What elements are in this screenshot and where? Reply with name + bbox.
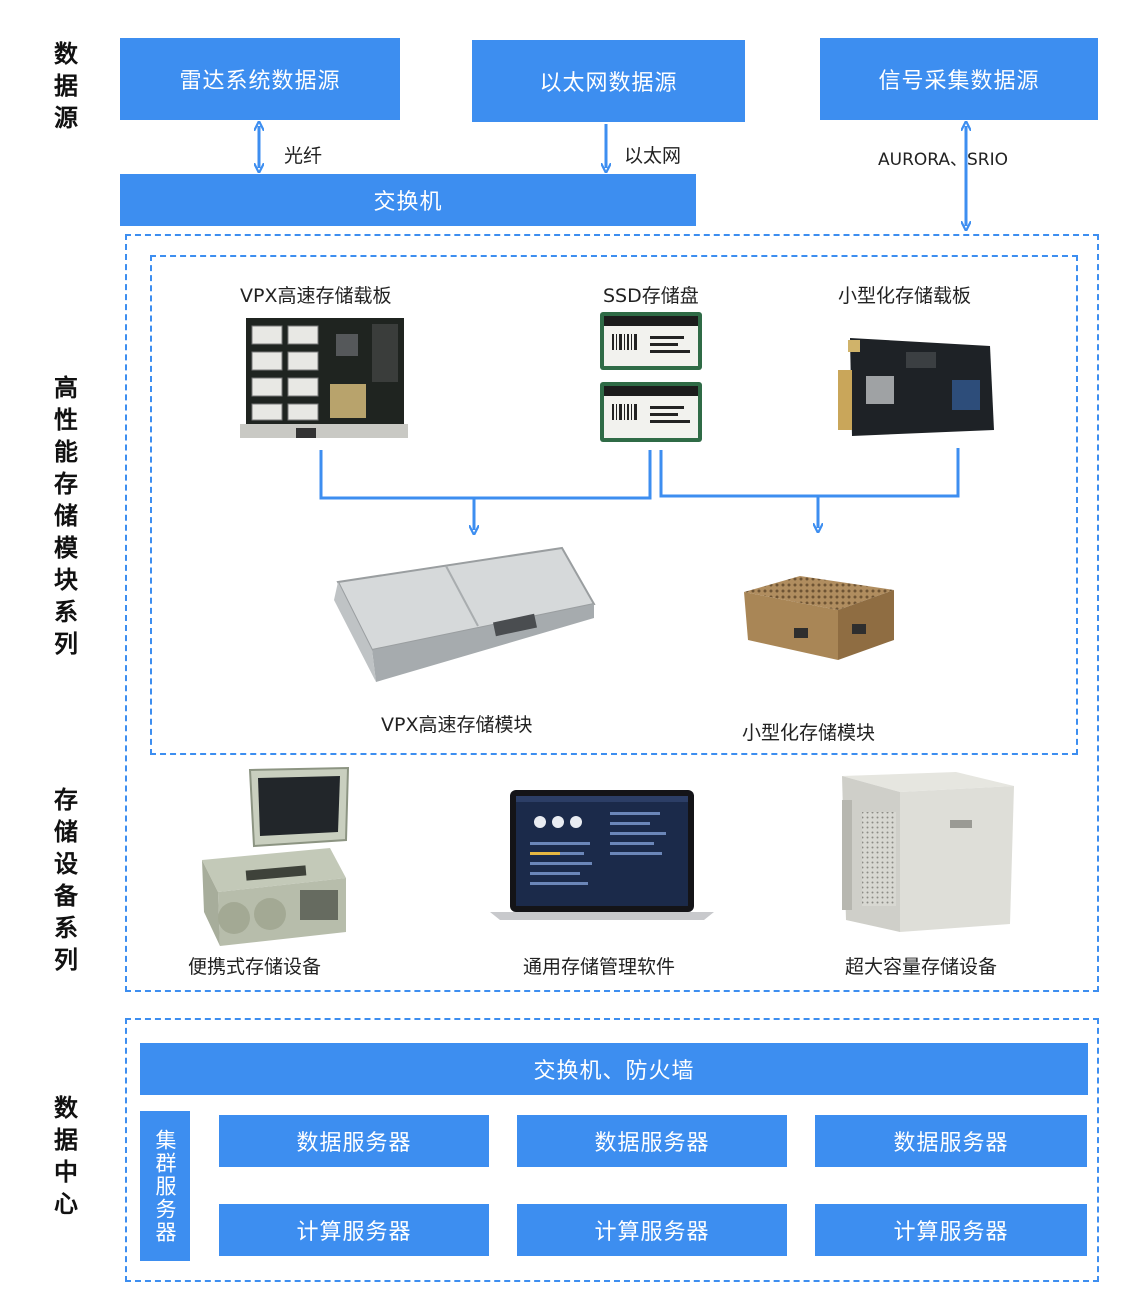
compute-server-label: 计算服务器 xyxy=(594,1220,710,1245)
compute-server-box: 计算服务器 xyxy=(815,1204,1087,1256)
ethernet-source-box: 以太网数据源 xyxy=(472,40,745,122)
mini-module-image xyxy=(744,576,894,660)
vpx-merge-connector xyxy=(319,450,652,500)
radar-source-label: 雷达系统数据源 xyxy=(179,69,341,94)
data-server-box: 数据服务器 xyxy=(815,1115,1087,1167)
portable-device-image xyxy=(202,766,350,946)
side-label-storage-device: 存储设备系列 xyxy=(54,786,78,974)
fiber-link-label: 光纤 xyxy=(284,145,323,167)
switch-label: 交换机 xyxy=(373,190,443,215)
portable-device-label: 便携式存储设备 xyxy=(188,956,322,978)
switch-firewall-label: 交换机、防火墙 xyxy=(533,1059,695,1084)
compute-server-label: 计算服务器 xyxy=(893,1220,1009,1245)
ssd-disk-image xyxy=(600,312,702,370)
module-inner-frame xyxy=(150,255,1078,755)
ssd-label: SSD存储盘 xyxy=(603,285,699,307)
ethernet-link-label: 以太网 xyxy=(624,145,682,167)
mini-merge-connector xyxy=(659,448,960,498)
side-label-data-source: 数据源 xyxy=(54,40,78,132)
vpx-board-label: VPX高速存储载板 xyxy=(240,285,392,307)
signal-source-label: 信号采集数据源 xyxy=(878,69,1040,94)
radar-source-box: 雷达系统数据源 xyxy=(120,38,400,120)
side-label-hp-storage: 高性能存储模块系列 xyxy=(54,374,78,658)
storage-outer-frame xyxy=(125,234,1099,992)
data-server-box: 数据服务器 xyxy=(219,1115,489,1167)
ssd-disk-image xyxy=(600,382,702,442)
switch-firewall-bar: 交换机、防火墙 xyxy=(140,1043,1088,1095)
compute-server-label: 计算服务器 xyxy=(296,1220,412,1245)
mini-board-label: 小型化存储载板 xyxy=(838,285,972,307)
data-server-label: 数据服务器 xyxy=(296,1131,412,1156)
ethernet-source-label: 以太网数据源 xyxy=(539,71,678,96)
vpx-module-image xyxy=(334,546,596,682)
data-server-label: 数据服务器 xyxy=(594,1131,710,1156)
data-server-label: 数据服务器 xyxy=(893,1131,1009,1156)
large-storage-device-image xyxy=(842,772,1014,932)
large-device-label: 超大容量存储设备 xyxy=(845,956,998,978)
compute-server-box: 计算服务器 xyxy=(517,1204,787,1256)
software-label: 通用存储管理软件 xyxy=(523,956,676,978)
compute-server-box: 计算服务器 xyxy=(219,1204,489,1256)
mini-board-image xyxy=(838,338,994,436)
mini-module-label: 小型化存储模块 xyxy=(742,722,876,744)
signal-source-box: 信号采集数据源 xyxy=(820,38,1098,120)
vpx-board-image xyxy=(240,318,408,438)
data-server-box: 数据服务器 xyxy=(517,1115,787,1167)
side-label-data-center: 数据中心 xyxy=(54,1094,78,1218)
datacenter-frame xyxy=(125,1018,1099,1282)
aurora-srio-link-label: AURORA、SRIO xyxy=(878,150,1009,170)
software-laptop-image xyxy=(490,790,714,920)
cluster-server-label: 集群服务器 xyxy=(153,1128,177,1244)
vpx-module-label: VPX高速存储模块 xyxy=(381,714,533,736)
cluster-server-box: 集群服务器 xyxy=(140,1111,190,1261)
switch-bar: 交换机 xyxy=(120,174,696,226)
